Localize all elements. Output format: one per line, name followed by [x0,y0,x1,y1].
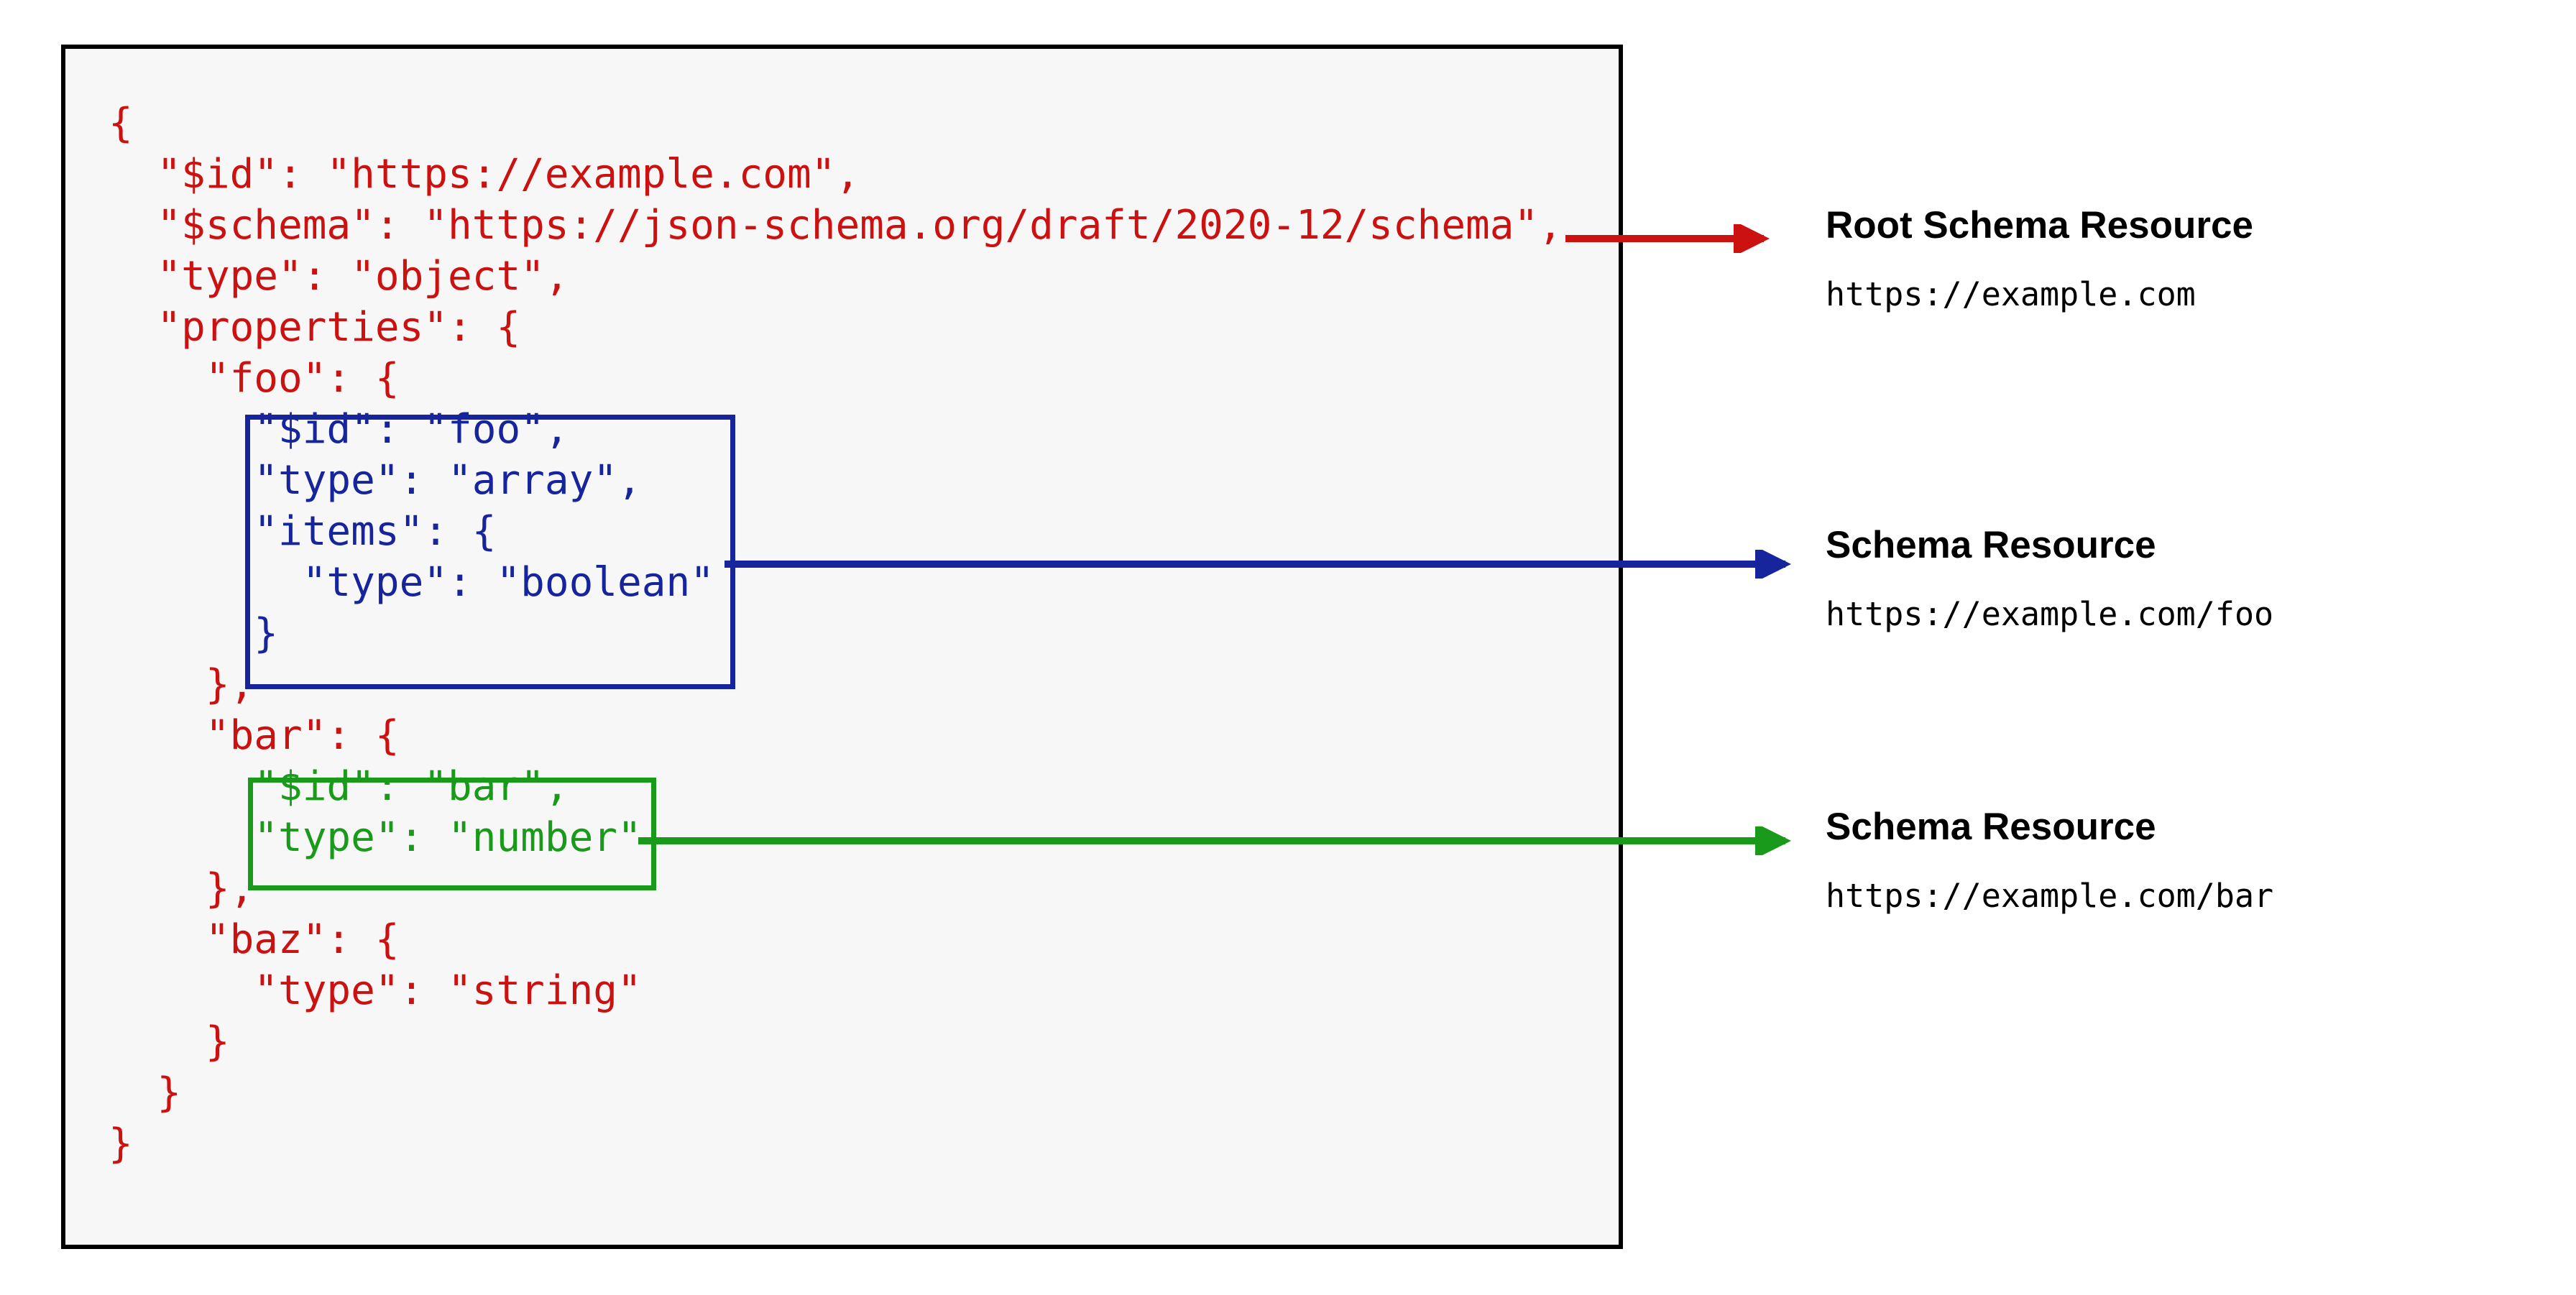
code-line-0: { [109,100,133,147]
code-line-19: } [109,1069,182,1116]
code-line-10: } [109,610,279,657]
annotation-url-foo: https://example.com/foo [1826,595,2274,633]
annotation-foo-schema: Schema Resource https://example.com/foo [1826,523,2273,635]
json-code-block: { "$id": "https://example.com", "$schema… [109,98,1563,1169]
arrow-foo-schema [724,550,1792,579]
code-line-1: "$id": "https://example.com", [109,151,860,198]
annotation-title-bar: Schema Resource [1826,806,2156,848]
annotation-url-root: https://example.com [1826,275,2196,313]
arrow-bar-schema [638,826,1792,855]
code-line-11: }, [109,661,254,708]
code-line-4: "properties": { [109,304,521,351]
code-line-6: "$id": "foo", [109,406,569,453]
arrow-root-schema [1565,224,1770,253]
code-line-16: "baz": { [109,916,400,963]
code-line-3: "type": "object", [109,253,569,300]
code-line-12: "bar": { [109,712,400,759]
code-line-13: "$id": "bar", [109,763,569,810]
annotation-root-schema: Root Schema Resource https://example.com [1826,203,2253,315]
code-line-2: "$schema": "https://json-schema.org/draf… [109,202,1563,249]
annotation-title-root: Root Schema Resource [1826,204,2253,246]
code-panel: { "$id": "https://example.com", "$schema… [61,45,1623,1249]
annotation-title-foo: Schema Resource [1826,524,2156,566]
code-line-9: "type": "boolean" [109,559,714,606]
code-line-17: "type": "string" [109,967,642,1014]
code-line-8: "items": { [109,508,497,555]
code-line-5: "foo": { [109,355,400,402]
annotation-url-bar: https://example.com/bar [1826,877,2274,915]
code-line-15: }, [109,865,254,912]
code-line-20: } [109,1120,133,1167]
code-line-14: "type": "number" [109,814,642,861]
annotation-bar-schema: Schema Resource https://example.com/bar [1826,805,2273,916]
code-line-7: "type": "array", [109,457,642,504]
code-line-18: } [109,1018,230,1065]
